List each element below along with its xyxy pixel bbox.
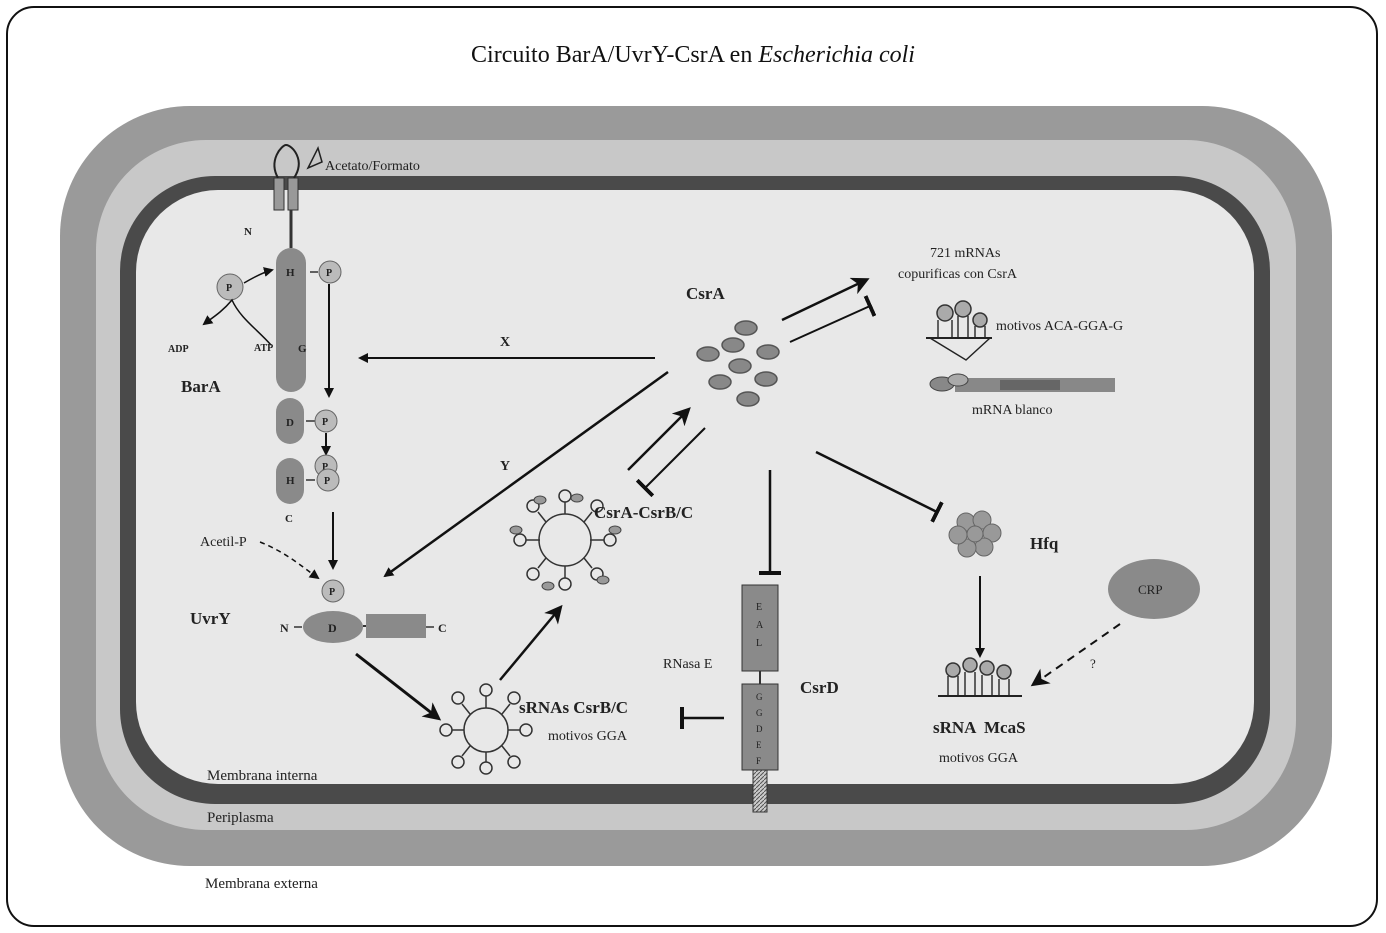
uvry-phosphate	[321, 579, 345, 603]
svg-text:P: P	[326, 268, 332, 279]
svg-text:A: A	[756, 620, 764, 631]
mcas-srna: sRNA McaS motivos GGA	[933, 657, 1026, 766]
csra-csrbc-complex: CsrA-CsrB/C	[509, 407, 706, 591]
crp-name: CRP	[1138, 582, 1163, 597]
copurified-line-1: 721 mRNAs	[930, 246, 1000, 261]
complex-bound-csra	[509, 493, 622, 591]
stimulus-label: Acetato/Formato	[325, 159, 420, 174]
hfq-hexamer	[948, 510, 1002, 558]
bara-d-domain	[276, 398, 304, 444]
crp-regulator: CRP ?	[1030, 559, 1200, 687]
srna-glyph	[439, 683, 533, 775]
bara-tm-right	[287, 177, 299, 211]
svg-text:G: G	[756, 708, 763, 718]
crp-shape	[1108, 559, 1200, 619]
bara-sensor: Acetato/Formato N H G D H C BarA P ADP A…	[168, 143, 420, 570]
target-motif: motivos ACA-GGA-G	[996, 319, 1123, 334]
target-hairpins	[936, 300, 988, 338]
csrd-ggdef-domain	[741, 683, 779, 771]
csrd-name: CsrD	[800, 678, 839, 697]
svg-text:P: P	[226, 283, 232, 294]
svg-text:G: G	[756, 692, 763, 702]
label-inner-membrane: Membrana interna	[207, 768, 318, 784]
bara-domain-d: D	[286, 417, 294, 429]
csra-protein: CsrA X Y	[358, 277, 877, 578]
phosphate-adp-cycle: P ADP ATP	[168, 267, 274, 355]
adp-label: ADP	[168, 344, 189, 355]
svg-text:F: F	[756, 756, 761, 766]
srnas-csrbc: sRNAs CsrB/C motivos GGA	[355, 604, 628, 775]
uvry-receiver-domain	[303, 611, 363, 643]
cell-envelope	[60, 106, 1332, 866]
uvry-dna-binding-domain	[366, 614, 426, 638]
svg-text:P: P	[329, 587, 335, 598]
complex-name: CsrA-CsrB/C	[594, 503, 693, 522]
bara-name: BarA	[181, 377, 221, 396]
bara-domain-h1: H	[286, 267, 295, 279]
mcas-hairpins	[945, 657, 1012, 696]
stimulus-icon	[306, 145, 323, 170]
bara-c-term: C	[285, 513, 293, 525]
uvry-n-term: N	[280, 621, 289, 635]
bara-hpt-domain	[276, 458, 304, 504]
csra-name: CsrA	[686, 284, 725, 303]
phosphate-d	[314, 409, 338, 433]
svg-text:E: E	[756, 602, 762, 613]
uvry-domain-d: D	[328, 621, 337, 635]
srnas-name: sRNAs CsrB/C	[519, 698, 628, 717]
svg-text:L: L	[756, 638, 762, 649]
rnase-e-label: RNasa E	[663, 657, 712, 672]
arrow-y-label: Y	[500, 459, 510, 474]
mcas-motif: motivos GGA	[939, 751, 1019, 766]
label-periplasm: Periplasma	[207, 810, 274, 826]
svg-text:E: E	[756, 740, 762, 750]
copurified-line-2: copurificas con CsrA	[898, 267, 1018, 282]
crp-question: ?	[1090, 656, 1096, 671]
phosphate-free	[216, 273, 244, 301]
hfq-name: Hfq	[1030, 534, 1059, 553]
svg-text:D: D	[756, 724, 763, 734]
bara-hg-domain	[276, 248, 306, 392]
uvry-c-term: C	[438, 621, 447, 635]
target-mrna-label: mRNA blanco	[972, 403, 1053, 418]
phosphate-h2b	[316, 468, 340, 492]
csra-dimers	[696, 320, 780, 407]
mcas-name: sRNA McaS	[933, 718, 1026, 737]
uvry-regulator: Acetil-P P D N C UvrY	[190, 535, 447, 643]
bara-periplasmic-loop	[273, 143, 300, 179]
csrd-protein: E A L G G D E F RNasa E CsrD	[663, 470, 839, 813]
acetyl-p-label: Acetil-P	[200, 535, 247, 550]
bara-n-term: N	[244, 226, 252, 238]
srnas-motif: motivos GGA	[548, 729, 628, 744]
svg-text:P: P	[322, 462, 328, 473]
complex-glyph	[513, 489, 617, 591]
csra-targets: 721 mRNAs copurificas con CsrA motivos A…	[898, 246, 1123, 418]
svg-text:P: P	[324, 476, 330, 487]
diagram-title: Circuito BarA/UvrY-CsrA en Escherichia c…	[471, 42, 915, 68]
arrow-x-label: X	[500, 335, 510, 350]
uvry-name: UvrY	[190, 609, 231, 628]
svg-text:P: P	[322, 417, 328, 428]
bara-domain-h2: H	[286, 475, 295, 487]
phosphate-h1	[318, 260, 342, 284]
bara-tm-left	[273, 177, 285, 211]
label-outer-membrane: Membrana externa	[205, 876, 318, 892]
bara-domain-g: G	[298, 343, 307, 355]
csrd-tm-segment	[752, 769, 768, 813]
atp-label: ATP	[254, 343, 273, 354]
hfq-chaperone: Hfq	[815, 450, 1059, 658]
